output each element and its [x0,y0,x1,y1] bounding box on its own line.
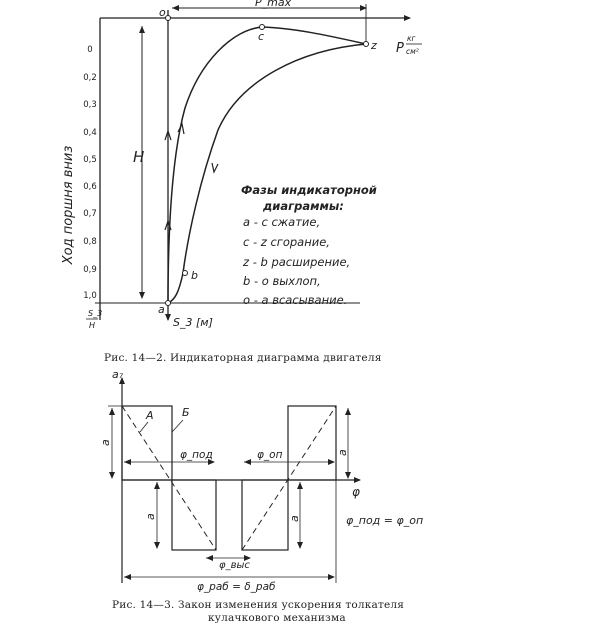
y-tick-8: 0,9 [83,265,97,275]
direction-arrow-intake-2 [164,219,172,231]
point-o [165,15,171,21]
phase-legend: Фазы индикаторной диаграммы: a - c сжати… [241,183,377,307]
label-a-mid-left: a [144,513,157,520]
label-phi-rab: φ_раб = δ_раб [197,581,276,593]
point-a [165,300,171,306]
point-b [182,270,188,276]
y-axis-bottom-den: H [89,321,95,330]
label-A: А [145,409,154,422]
rect-right-upper [287,405,337,481]
rect-left-lower [171,479,217,551]
rect-left-upper [121,405,173,481]
label-b: b [191,269,198,282]
label-B: Б [182,406,190,419]
label-phi-eq: φ_под = φ_оп [346,514,423,527]
figure1-caption: Рис. 14—2. Индикаторная диаграмма двигат… [104,352,382,364]
label-phi-vys: φ_выс [219,560,250,571]
direction-arrow-compression [177,122,185,135]
rect-right-lower [241,479,289,551]
legend-item-ac: a - c сжатие, [243,215,320,229]
point-z [363,41,369,47]
legend-title-2: диаграммы: [262,199,344,213]
label-a-mid-right: a [288,515,301,522]
acceleration-law-diagram: a₇ φ А Б a a a a φ_под φ_оп φ_вы [99,368,423,624]
figure2-caption-1: Рис. 14—3. Закон изменения ускорения тол… [112,599,404,611]
label-s: S_3 [м] [173,316,213,329]
y-axis-bottom-num: S_3 [88,309,102,318]
y-tick-5: 0,6 [83,182,97,192]
h-label: H [133,148,144,166]
y-tick-1: 0,2 [83,73,97,83]
direction-arrow-intake [164,129,172,141]
y-tick-9: 1,0 [83,291,97,301]
legend-item-cz: c - z сгорание, [243,235,330,249]
legend-item-oa: o - a всасывание. [243,293,347,307]
label-p: P [396,41,404,56]
leader-B [171,419,184,433]
dashed-line-a-left [121,405,217,551]
combustion-curve [261,26,367,45]
y-tick-0: 0 [87,45,92,55]
point-c [259,24,265,30]
legend-item-bo: b - o выхлоп, [243,274,321,288]
direction-arrow-expansion [211,162,219,174]
expansion-curve [182,43,367,274]
label-a7: a₇ [112,368,124,381]
y-tick-3: 0,4 [83,128,97,138]
label-c: c [258,30,264,43]
label-a-left: a [99,439,112,446]
pmax-label: P_max [255,0,292,9]
leader-A [139,421,149,433]
exhaust-curve [167,272,184,304]
legend-title-1: Фазы индикаторной [241,183,377,197]
label-phi-op: φ_оп [257,449,283,461]
y-tick-4: 0,5 [83,155,97,165]
label-phi-axis: φ [352,485,360,499]
label-a-right: a [336,449,349,456]
label-p-unit-den: см² [406,47,419,56]
figure2-caption-2: кулачкового механизма [208,612,346,624]
legend-item-zb: z - b расширение, [242,255,350,269]
y-tick-labels: 0 0,2 0,3 0,4 0,5 0,6 0,7 0,8 0,9 1,0 [83,45,97,301]
label-o: o [159,6,166,19]
label-z: z [370,39,377,52]
label-a: a [158,303,165,316]
compression-curve [167,26,263,304]
indicator-diagram: 0 0,2 0,3 0,4 0,5 0,6 0,7 0,8 0,9 1,0 Хо… [61,0,422,364]
y-tick-2: 0,3 [83,100,97,110]
y-tick-6: 0,7 [83,209,97,219]
label-phi-pod: φ_под [180,449,213,461]
y-axis-title: Ход поршня вниз [61,146,76,266]
label-p-unit-num: кг [407,34,416,43]
y-tick-7: 0,8 [83,237,97,247]
dashed-line-a-right [241,405,337,551]
